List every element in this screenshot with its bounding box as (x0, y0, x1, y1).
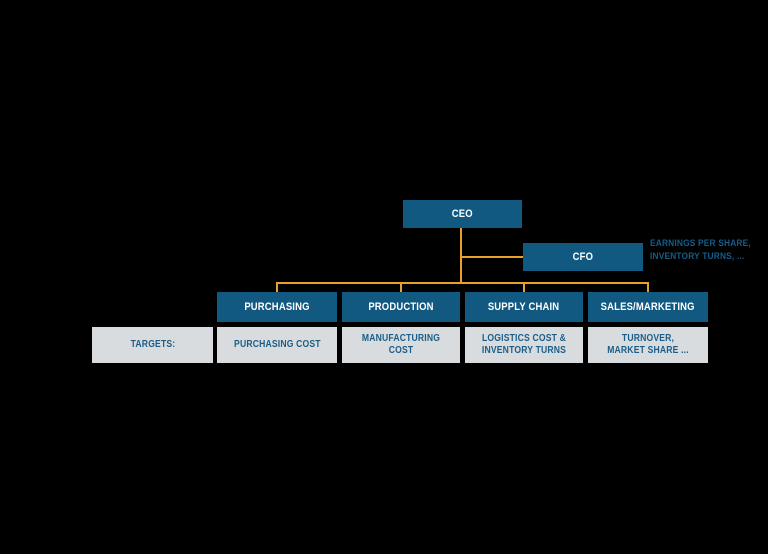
target-sales-marketing: TURNOVER, MARKET SHARE ... (588, 327, 708, 363)
connector-cfo-branch (460, 256, 523, 258)
node-purchasing: PURCHASING (217, 292, 337, 322)
target-supply-chain-text: LOGISTICS COST & INVENTORY TURNS (481, 332, 567, 357)
node-sales-marketing: SALES/MARKETING (588, 292, 708, 322)
targets-row-label-text: TARGETS: (130, 338, 175, 350)
node-production-label: PRODUCTION (368, 301, 434, 313)
target-purchasing: PURCHASING COST (217, 327, 337, 363)
target-production: MANUFACTURING COST (342, 327, 460, 363)
connector-departments-main (276, 282, 649, 284)
connector-stub-production (400, 282, 402, 292)
target-sales-marketing-text: TURNOVER, MARKET SHARE ... (607, 332, 689, 357)
node-supply-chain-label: SUPPLY CHAIN (488, 301, 560, 313)
node-ceo: CEO (403, 200, 522, 228)
cfo-annotation-line1: EARNINGS PER SHARE, (650, 238, 751, 249)
node-ceo-label: CEO (451, 208, 474, 220)
connector-stub-supply-chain (523, 282, 525, 292)
node-production: PRODUCTION (342, 292, 460, 322)
node-purchasing-label: PURCHASING (244, 301, 310, 313)
node-supply-chain: SUPPLY CHAIN (465, 292, 583, 322)
node-cfo-label: CFO (572, 251, 594, 263)
cfo-targets-annotation: EARNINGS PER SHARE, INVENTORY TURNS, ... (650, 238, 768, 264)
target-supply-chain: LOGISTICS COST & INVENTORY TURNS (465, 327, 583, 363)
node-sales-marketing-label: SALES/MARKETING (600, 301, 696, 313)
targets-row-label: TARGETS: (92, 327, 213, 363)
connector-stub-sales-marketing (647, 282, 649, 292)
target-purchasing-text: PURCHASING COST (233, 338, 321, 350)
node-cfo: CFO (523, 243, 643, 271)
connector-stub-purchasing (276, 282, 278, 292)
target-production-text: MANUFACTURING COST (361, 332, 441, 357)
cfo-annotation-line2: INVENTORY TURNS, ... (650, 250, 745, 262)
